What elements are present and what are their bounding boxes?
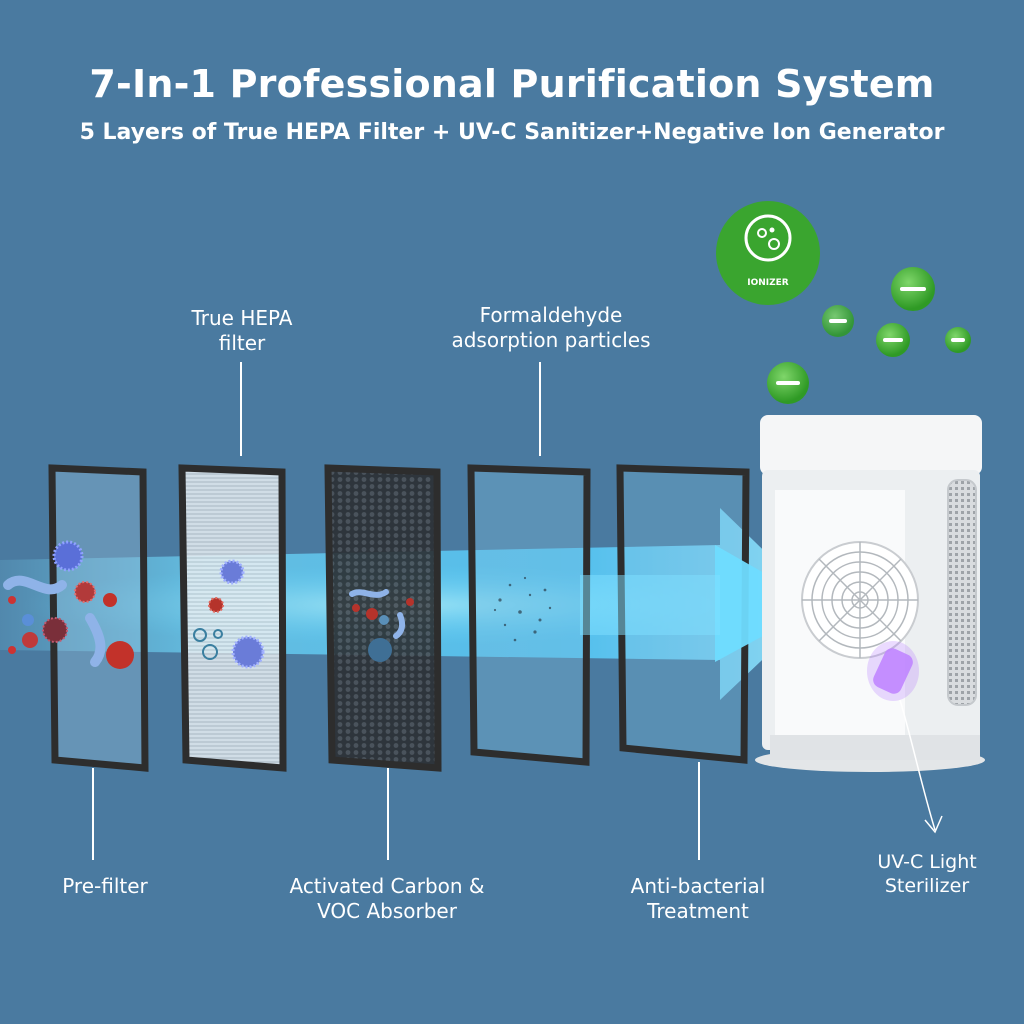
leader-formaldehyde bbox=[539, 362, 541, 456]
label-activated-carbon-line1: Activated Carbon & bbox=[289, 874, 485, 898]
negative-ion-icon bbox=[891, 267, 935, 311]
negative-ion-icon bbox=[876, 323, 910, 357]
label-true-hepa: True HEPA filter bbox=[162, 306, 322, 356]
uvc-pointer-line bbox=[899, 699, 936, 831]
page-subtitle: 5 Layers of True HEPA Filter + UV-C Sani… bbox=[79, 120, 945, 145]
label-formaldehyde-line2: adsorption particles bbox=[451, 328, 651, 352]
label-formaldehyde-line1: Formaldehyde bbox=[479, 303, 623, 327]
ionizer-badge: IONIZER bbox=[716, 201, 820, 305]
page-title: 7-In-1 Professional Purification System bbox=[89, 62, 935, 106]
leader-true-hepa bbox=[240, 362, 242, 456]
formaldehyde-filter-panel bbox=[467, 464, 591, 766]
negative-ion-icons bbox=[767, 267, 971, 404]
label-anti-bacterial: Anti-bacterial Treatment bbox=[598, 874, 798, 924]
label-uvc: UV-C Light Sterilizer bbox=[852, 850, 1002, 898]
negative-ion-icon bbox=[822, 305, 854, 337]
leader-anti-bacterial bbox=[698, 762, 700, 860]
label-anti-bacterial-line2: Treatment bbox=[647, 899, 749, 923]
label-anti-bacterial-line1: Anti-bacterial bbox=[630, 874, 766, 898]
label-true-hepa-line2: filter bbox=[218, 331, 266, 355]
label-activated-carbon-line2: VOC Absorber bbox=[317, 899, 457, 923]
uvc-pointer-arrowhead bbox=[924, 815, 943, 834]
leader-pre-filter bbox=[92, 768, 94, 860]
label-formaldehyde: Formaldehyde adsorption particles bbox=[431, 303, 671, 353]
label-activated-carbon: Activated Carbon & VOC Absorber bbox=[262, 874, 512, 924]
label-pre-filter-line1: Pre-filter bbox=[62, 874, 148, 898]
air-purifier-device bbox=[755, 415, 985, 772]
negative-ion-icon bbox=[767, 362, 809, 404]
label-pre-filter: Pre-filter bbox=[40, 874, 170, 899]
label-uvc-line1: UV-C Light bbox=[877, 851, 977, 873]
germ-particles bbox=[3, 540, 414, 669]
ionizer-badge-label: IONIZER bbox=[747, 278, 789, 288]
label-true-hepa-line1: True HEPA bbox=[191, 306, 293, 330]
pre-filter-panel bbox=[48, 464, 149, 772]
negative-ion-icon bbox=[945, 327, 971, 353]
label-uvc-line2: Sterilizer bbox=[884, 875, 970, 897]
true-hepa-filter-panel bbox=[178, 464, 287, 772]
leader-activated-carbon bbox=[387, 768, 389, 860]
